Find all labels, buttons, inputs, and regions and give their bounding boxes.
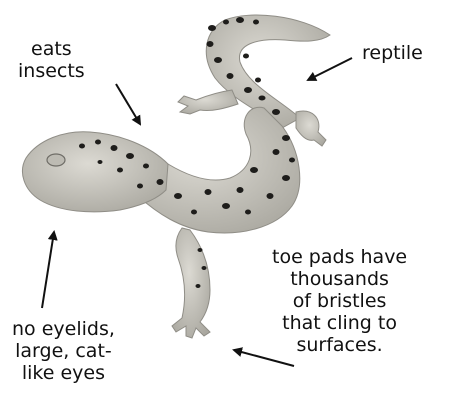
gecko-back-leg-right [296,111,326,146]
gecko-head [22,132,168,212]
label-eats-insects: eats insects [18,38,85,82]
label-eyes: no eyelids, large, cat- like eyes [12,318,115,384]
gecko-front-leg [172,228,210,338]
label-toe-pads: toe pads have thousands of bristles that… [272,246,407,356]
arrow-eats-insects [116,84,140,124]
label-reptile: reptile [362,42,423,64]
gecko-eye [47,154,65,166]
gecko-back-leg-left [178,90,238,114]
arrow-eyes [42,232,54,308]
gecko-tail [206,15,330,128]
arrow-reptile [308,58,352,80]
